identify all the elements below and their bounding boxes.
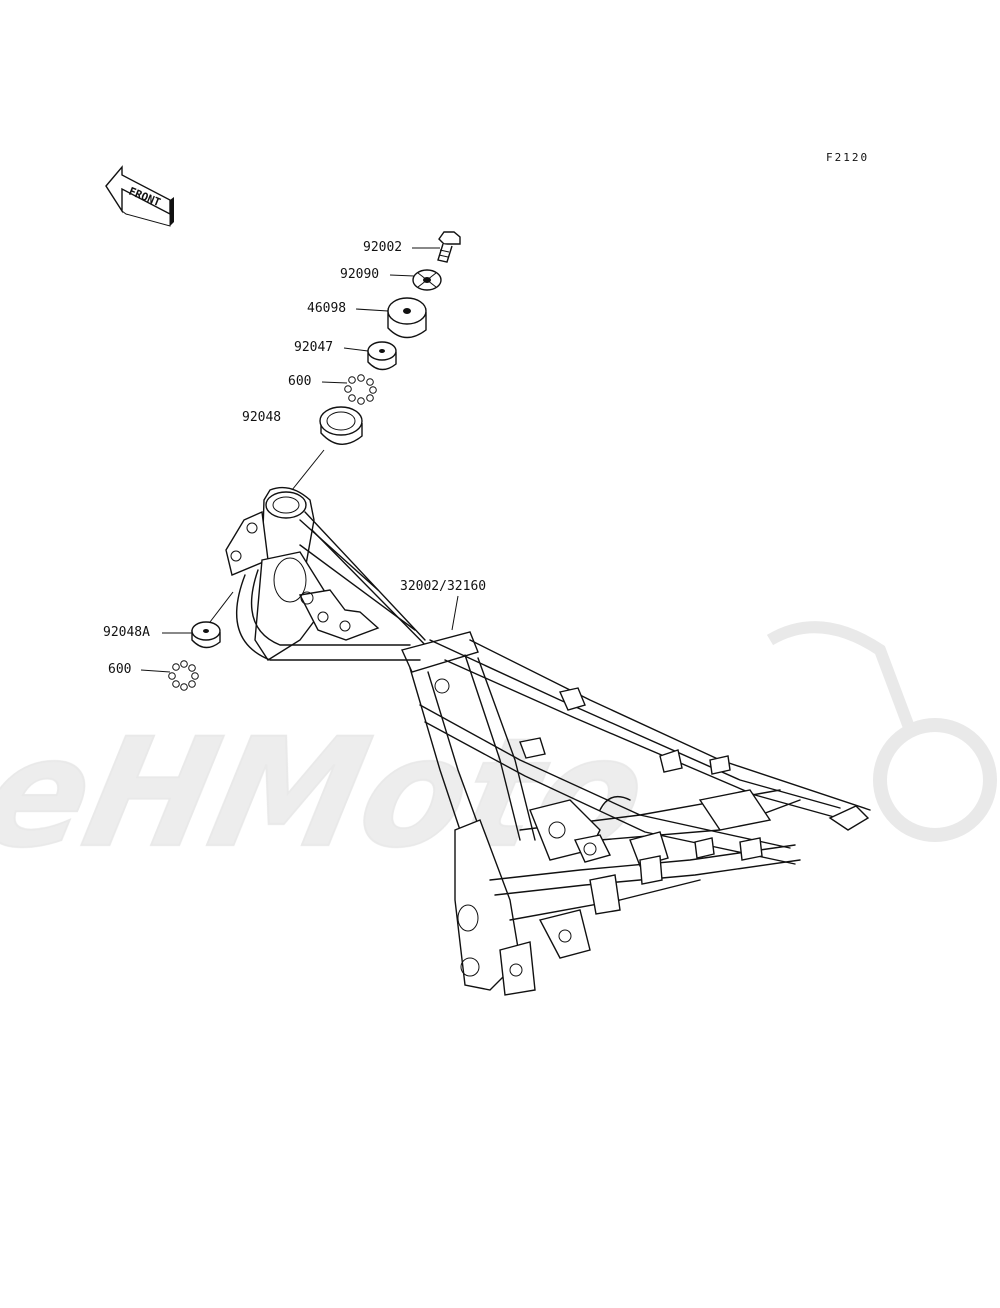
part-label-92047: 92047	[294, 340, 334, 355]
race-92048-icon	[319, 406, 363, 445]
front-arrow-icon: FRONT	[105, 165, 174, 227]
watermark-text: AeHMoto	[0, 706, 660, 881]
damper-46098-icon	[387, 297, 427, 339]
part-label-92048: 92048	[242, 410, 282, 425]
watermark-bike-icon	[766, 621, 916, 733]
part-label-32002-32160: 32002/32160	[400, 579, 487, 594]
leader-lines	[140, 247, 459, 673]
figure-code: F2120	[826, 151, 870, 164]
part-label-92090: 92090	[340, 267, 380, 282]
balls-lower-icon	[168, 660, 199, 691]
watermark-wheel-icon	[873, 718, 997, 842]
frame-32002-icon	[225, 486, 871, 996]
part-label-600-lower: 600	[108, 662, 132, 677]
washer-92090-icon	[412, 269, 442, 291]
part-label-600-upper: 600	[288, 374, 312, 389]
spacer-92047-icon	[367, 341, 397, 371]
bolt-92002-icon	[437, 231, 461, 263]
watermark-logo: AeHMoto	[0, 621, 997, 882]
balls-upper-icon	[344, 374, 377, 405]
race-92048A-icon	[191, 621, 221, 649]
part-label-46098: 46098	[307, 301, 347, 316]
part-label-92002: 92002	[363, 240, 403, 255]
part-label-92048A: 92048A	[103, 625, 150, 640]
